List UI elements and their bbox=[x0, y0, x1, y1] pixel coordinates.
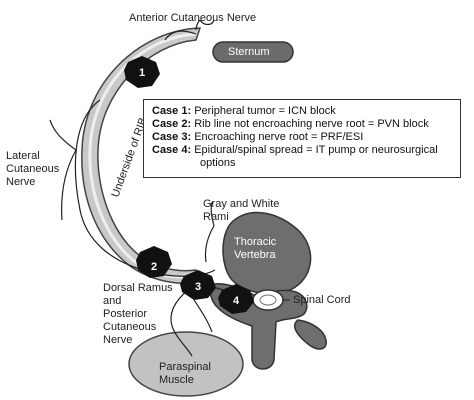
tumor-marker-3: 3 bbox=[180, 270, 216, 300]
dorsal-ramus-label: Dorsal Ramus and Posterior Cutaneous Ner… bbox=[103, 282, 173, 347]
case-1-label: Case 1: bbox=[152, 105, 192, 117]
case-2-text: Rib line not encroaching nerve root = PV… bbox=[194, 118, 429, 130]
rami-label-line-1: Gray and White bbox=[203, 198, 280, 210]
anterior-cutaneous-nerve-line bbox=[164, 19, 215, 41]
marker-number-2: 2 bbox=[151, 261, 157, 273]
muscle-label-line-1: Paraspinal bbox=[159, 361, 211, 373]
paraspinal-muscle-label: Paraspinal Muscle bbox=[159, 361, 211, 387]
marker-number-4: 4 bbox=[233, 295, 240, 307]
tumor-marker-4: 4 bbox=[218, 284, 254, 314]
case-2-label: Case 2: bbox=[152, 118, 192, 130]
dorsal-label-line-4: Cutaneous bbox=[103, 321, 157, 333]
case-3-label: Case 3: bbox=[152, 131, 192, 143]
gray-white-rami-line bbox=[204, 201, 215, 263]
case-legend-box: Case 1: Peripheral tumor = ICN block Cas… bbox=[143, 99, 461, 178]
case-1-text: Peripheral tumor = ICN block bbox=[194, 105, 336, 117]
sternum bbox=[212, 41, 294, 63]
case-4-text: Epidural/spinal spread = IT pump or neur… bbox=[194, 144, 438, 156]
case-4-label: Case 4: bbox=[152, 144, 192, 156]
dorsal-label-line-2: and bbox=[103, 295, 122, 307]
transverse-process bbox=[294, 319, 327, 350]
lateral-cutaneous-nerve-label: Lateral Cutaneous Nerve bbox=[6, 150, 59, 189]
case-row-1: Case 1: Peripheral tumor = ICN block bbox=[152, 105, 452, 118]
anterior-cutaneous-nerve-label: Anterior Cutaneous Nerve bbox=[129, 12, 257, 24]
case-3-text: Encroaching nerve root = PRF/ESI bbox=[194, 131, 364, 143]
spinal-cord bbox=[252, 289, 284, 311]
vertebra-label-line-1: Thoracic bbox=[234, 236, 277, 248]
gray-white-rami-label: Gray and White Rami bbox=[203, 198, 279, 224]
lateral-label-line-2: Cutaneous bbox=[6, 163, 60, 175]
dorsal-label-line-5: Nerve bbox=[103, 334, 133, 346]
paraspinal-muscle bbox=[128, 331, 244, 397]
rami-label-line-2: Rami bbox=[203, 211, 229, 223]
spinal-cord-label: Spinal Cord bbox=[293, 294, 351, 306]
marker-number-3: 3 bbox=[195, 281, 201, 293]
lateral-label-line-1: Lateral bbox=[6, 150, 40, 162]
case-row-4: Case 4: Epidural/spinal spread = IT pump… bbox=[152, 144, 452, 157]
case-row-4-continued: options bbox=[200, 157, 236, 169]
spinal-cord-core bbox=[259, 294, 277, 306]
case-row-3: Case 3: Encroaching nerve root = PRF/ESI bbox=[152, 131, 452, 144]
sternum-label: Sternum bbox=[228, 46, 270, 58]
dorsal-label-line-3: Posterior bbox=[103, 308, 148, 320]
tumor-marker-1: 1 bbox=[124, 56, 160, 88]
intercostal-nerve bbox=[74, 99, 216, 277]
vertebra-label-line-2: Vertebra bbox=[234, 249, 276, 261]
thoracic-vertebra-label: Thoracic Vertebra bbox=[234, 236, 276, 262]
dorsal-label-line-1: Dorsal Ramus bbox=[103, 282, 173, 294]
case-row-2: Case 2: Rib line not encroaching nerve r… bbox=[152, 118, 452, 131]
lateral-cutaneous-nerve-line bbox=[49, 119, 77, 221]
lateral-label-line-3: Nerve bbox=[6, 176, 36, 188]
muscle-label-line-2: Muscle bbox=[159, 374, 194, 386]
marker-number-1: 1 bbox=[139, 67, 145, 79]
tumor-marker-2: 2 bbox=[136, 246, 172, 278]
